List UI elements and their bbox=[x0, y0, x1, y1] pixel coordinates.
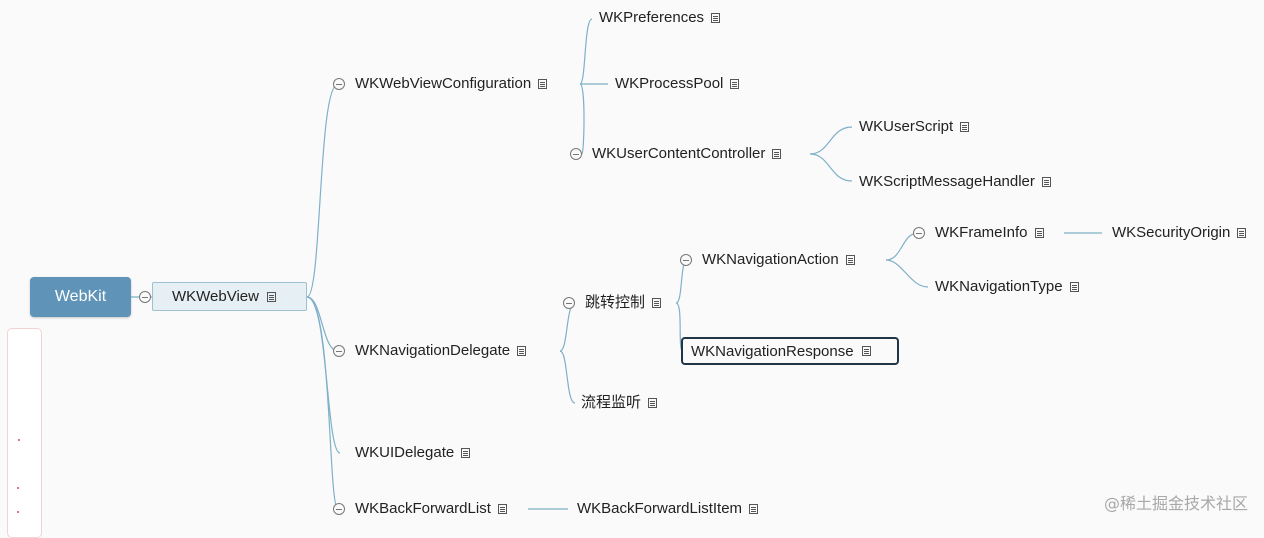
link-configuration-preferences bbox=[579, 18, 593, 85]
side-panel[interactable] bbox=[7, 328, 42, 538]
topic-wkwebview[interactable]: WKWebView bbox=[152, 282, 307, 311]
panel-marker bbox=[17, 511, 19, 513]
collapse-icon[interactable] bbox=[139, 291, 151, 303]
topic-process-pool[interactable]: WKProcessPool bbox=[615, 74, 740, 94]
collapse-icon[interactable] bbox=[333, 78, 345, 90]
topic-jump-control[interactable]: 跳转控制 bbox=[585, 293, 662, 313]
collapse-icon[interactable] bbox=[570, 148, 582, 160]
note-icon[interactable] bbox=[652, 298, 662, 308]
root-topic-label: WebKit bbox=[54, 288, 107, 305]
topic-user-content-controller[interactable]: WKUserContentController bbox=[592, 144, 782, 164]
topic-label: WKBackForwardList bbox=[355, 500, 491, 517]
link-navdelegate-flow bbox=[559, 350, 576, 404]
note-icon[interactable] bbox=[1034, 228, 1044, 238]
topic-label: WKBackForwardListItem bbox=[577, 500, 743, 517]
topic-label: WKWebViewConfiguration bbox=[355, 75, 532, 92]
note-icon[interactable] bbox=[538, 79, 548, 89]
topic-user-script[interactable]: WKUserScript bbox=[859, 117, 970, 137]
link-usercontent-messagehandler bbox=[809, 153, 853, 182]
topic-preferences[interactable]: WKPreferences bbox=[599, 8, 721, 28]
topic-label: WKProcessPool bbox=[615, 75, 724, 92]
root-topic-webkit[interactable]: WebKit bbox=[30, 277, 131, 317]
note-icon[interactable] bbox=[749, 504, 759, 514]
note-icon[interactable] bbox=[711, 13, 721, 23]
link-webview-backforward bbox=[306, 296, 339, 510]
link-configuration-usercontent bbox=[579, 83, 585, 155]
collapse-icon[interactable] bbox=[680, 254, 692, 266]
link-action-frameinfo bbox=[885, 232, 919, 261]
topic-label: WKNavigationDelegate bbox=[355, 342, 511, 359]
topic-navigation-response-selected[interactable]: WKNavigationResponse bbox=[681, 337, 899, 365]
topic-label: 跳转控制 bbox=[585, 294, 646, 311]
collapse-icon[interactable] bbox=[333, 345, 345, 357]
collapse-icon[interactable] bbox=[563, 297, 575, 309]
note-icon[interactable] bbox=[1069, 282, 1079, 292]
topic-navigation-action[interactable]: WKNavigationAction bbox=[702, 250, 855, 270]
topic-label: WKUserScript bbox=[859, 118, 954, 135]
link-webview-uidelegate bbox=[306, 296, 341, 454]
link-navdelegate-jump bbox=[559, 302, 576, 352]
topic-label: WKSecurityOrigin bbox=[1112, 224, 1231, 241]
collapse-icon[interactable] bbox=[913, 227, 925, 239]
link-jump-action bbox=[675, 259, 688, 304]
note-icon[interactable] bbox=[845, 255, 855, 265]
topic-label: WKScriptMessageHandler bbox=[859, 173, 1035, 190]
note-icon[interactable] bbox=[1041, 177, 1051, 187]
note-icon[interactable] bbox=[960, 122, 970, 132]
link-action-navtype bbox=[885, 259, 929, 288]
panel-marker bbox=[17, 487, 19, 489]
topic-label: WKNavigationType bbox=[935, 278, 1063, 295]
topic-label: WKUserContentController bbox=[592, 145, 766, 162]
topic-ui-delegate[interactable]: WKUIDelegate bbox=[355, 443, 471, 463]
note-icon[interactable] bbox=[517, 346, 527, 356]
note-icon[interactable] bbox=[730, 79, 740, 89]
topic-label: WKPreferences bbox=[599, 9, 705, 26]
note-icon[interactable] bbox=[648, 398, 658, 408]
note-icon[interactable] bbox=[497, 504, 507, 514]
topic-frame-info[interactable]: WKFrameInfo bbox=[935, 223, 1044, 243]
watermark: @稀土掘金技术社区 bbox=[1103, 494, 1248, 513]
note-icon[interactable] bbox=[1237, 228, 1247, 238]
topic-label: WKUIDelegate bbox=[355, 444, 455, 461]
note-icon[interactable] bbox=[861, 346, 871, 356]
note-icon[interactable] bbox=[461, 448, 471, 458]
topic-label: WKWebView bbox=[172, 288, 259, 305]
link-usercontent-userscript bbox=[809, 126, 853, 155]
topic-navigation-delegate[interactable]: WKNavigationDelegate bbox=[355, 341, 527, 361]
topic-navigation-type[interactable]: WKNavigationType bbox=[935, 277, 1079, 297]
collapse-icon[interactable] bbox=[333, 503, 345, 515]
link-webview-configuration bbox=[306, 83, 339, 298]
panel-marker bbox=[18, 439, 20, 441]
topic-flow-monitor[interactable]: 流程监听 bbox=[581, 393, 658, 413]
topic-back-forward-list-item[interactable]: WKBackForwardListItem bbox=[577, 499, 759, 519]
topic-security-origin[interactable]: WKSecurityOrigin bbox=[1112, 223, 1247, 243]
topic-label: WKNavigationAction bbox=[702, 251, 839, 268]
topic-back-forward-list[interactable]: WKBackForwardList bbox=[355, 499, 507, 519]
topic-label: WKNavigationResponse bbox=[691, 342, 854, 360]
topic-label: 流程监听 bbox=[581, 394, 642, 411]
topic-script-message-handler[interactable]: WKScriptMessageHandler bbox=[859, 172, 1051, 192]
topic-configuration[interactable]: WKWebViewConfiguration bbox=[355, 74, 548, 94]
note-icon[interactable] bbox=[266, 291, 276, 302]
topic-label: WKFrameInfo bbox=[935, 224, 1028, 241]
note-icon[interactable] bbox=[772, 149, 782, 159]
